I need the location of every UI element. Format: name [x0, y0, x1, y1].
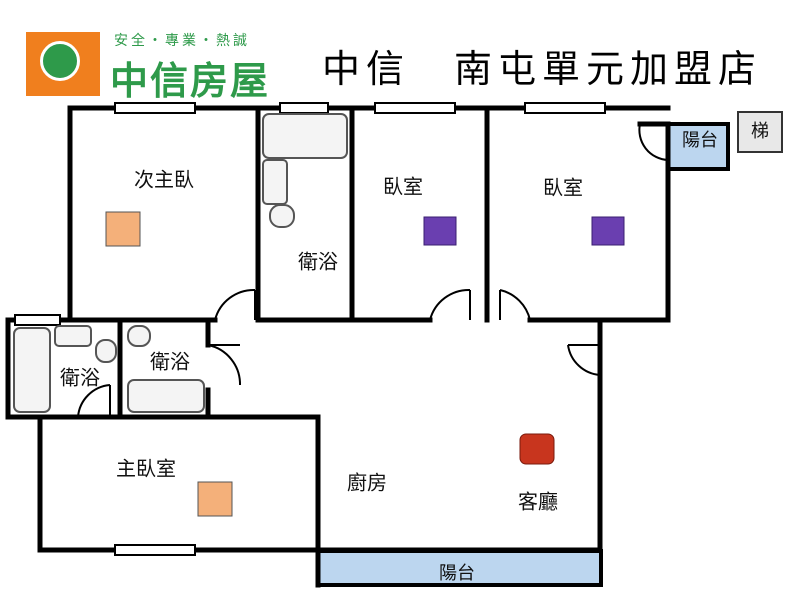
sink-top — [262, 159, 288, 205]
room-label-second-master: 次主臥 — [134, 167, 194, 192]
toilet-top — [269, 204, 295, 228]
room-label-bedroom: 臥室 — [543, 175, 583, 200]
windows — [14, 102, 606, 556]
room-label-balcony: 陽台 — [682, 130, 718, 151]
bed-bedroom1-icon — [423, 216, 457, 246]
brand-logo — [26, 32, 100, 96]
room-label-master: 主臥室 — [116, 456, 176, 481]
slogan: 安全・專業・熱誠 — [114, 33, 250, 49]
bath-fixtures — [13, 113, 348, 413]
globe-icon — [40, 41, 80, 81]
room-label-bedroom: 臥室 — [383, 174, 423, 199]
room-label-bath: 衛浴 — [298, 249, 338, 274]
bathtub-mid — [127, 379, 205, 413]
brand-name: 中信房屋 — [110, 59, 271, 103]
room-label-kitchen: 廚房 — [347, 470, 387, 495]
stairs-box — [737, 111, 783, 153]
sink-left — [54, 325, 92, 347]
beds — [105, 211, 625, 517]
bed-master-icon — [197, 481, 233, 517]
bed-bedroom2-icon — [591, 216, 625, 246]
room-label-living: 客廳 — [518, 489, 558, 514]
room-label-stairs: 梯 — [751, 121, 769, 142]
bed-second-master-icon — [105, 211, 141, 247]
bathtub-left — [13, 327, 51, 413]
room-label-bath: 衛浴 — [60, 365, 100, 390]
toilet-mid — [127, 325, 151, 347]
bathtub-top — [262, 113, 348, 159]
door-swings — [77, 123, 669, 418]
room-label-balcony: 陽台 — [439, 563, 475, 584]
sofa-icon — [519, 433, 555, 465]
room-label-bath: 衛浴 — [150, 349, 190, 374]
store-name: 中信 南屯單元加盟店 — [322, 47, 763, 91]
toilet-left — [95, 339, 117, 363]
